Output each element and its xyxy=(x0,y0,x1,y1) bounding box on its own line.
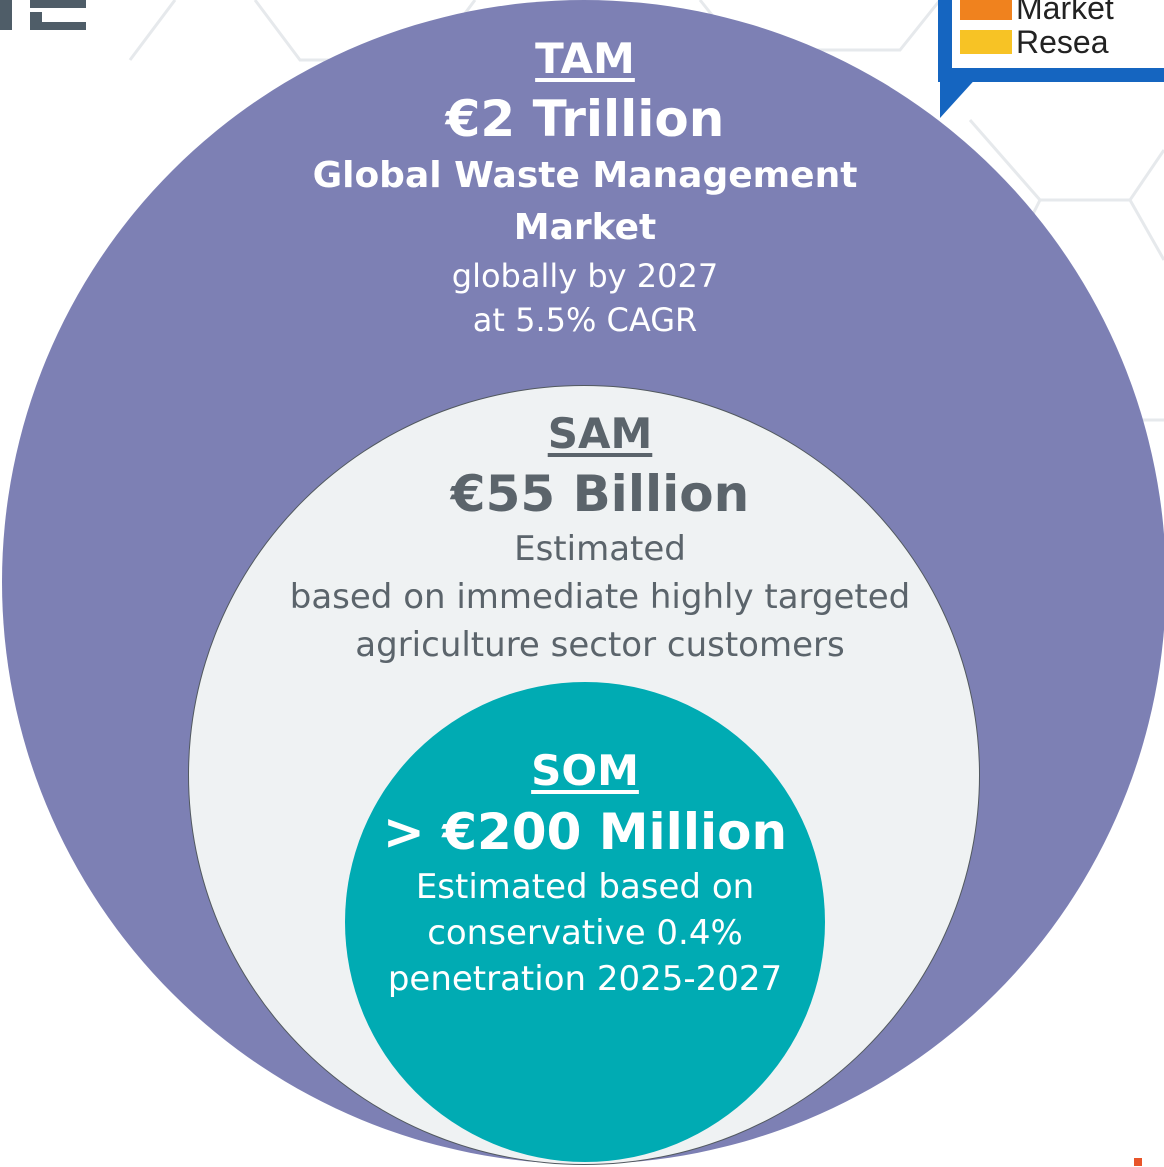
som-detail-line1: Estimated based on xyxy=(415,867,755,907)
tam-value: €2 Trillion xyxy=(445,90,725,148)
som-heading: SOM xyxy=(531,746,639,795)
sam-detail-line1: Estimated xyxy=(514,529,686,569)
sam-value: €55 Billion xyxy=(450,465,750,523)
partial-logo-letters xyxy=(0,0,88,34)
tam-heading: TAM xyxy=(535,34,635,83)
logo-word-market: Market xyxy=(1016,0,1114,26)
som-value: > €200 Million xyxy=(382,803,788,861)
sam-detail-line3: agriculture sector customers xyxy=(355,625,845,665)
logo-orange-square-icon xyxy=(960,0,1012,20)
tam-subtitle-line2: Market xyxy=(513,207,657,248)
sam-heading: SAM xyxy=(547,409,653,458)
som-detail-line3: penetration 2025-2027 xyxy=(387,959,783,999)
tam-subtitle-line1: Global Waste Management xyxy=(312,155,858,196)
som-text-block: SOM > €200 Million Estimated based on co… xyxy=(375,742,795,1002)
som-circle xyxy=(345,682,825,1162)
som-detail-line2: conservative 0.4% xyxy=(427,913,743,953)
accent-dot xyxy=(1134,1158,1142,1166)
tam-detail-line2: at 5.5% CAGR xyxy=(472,301,698,339)
tam-detail-line1: globally by 2027 xyxy=(451,257,719,295)
market-research-logo: Market Resea xyxy=(938,0,1164,120)
tam-text-block: TAM €2 Trillion Global Waste Management … xyxy=(280,30,890,342)
sam-text-block: SAM €55 Billion Estimated based on immed… xyxy=(260,405,940,669)
logo-yellow-square-icon xyxy=(960,30,1012,54)
sam-detail-line2: based on immediate highly targeted xyxy=(289,577,911,617)
logo-word-research: Resea xyxy=(1016,24,1109,60)
